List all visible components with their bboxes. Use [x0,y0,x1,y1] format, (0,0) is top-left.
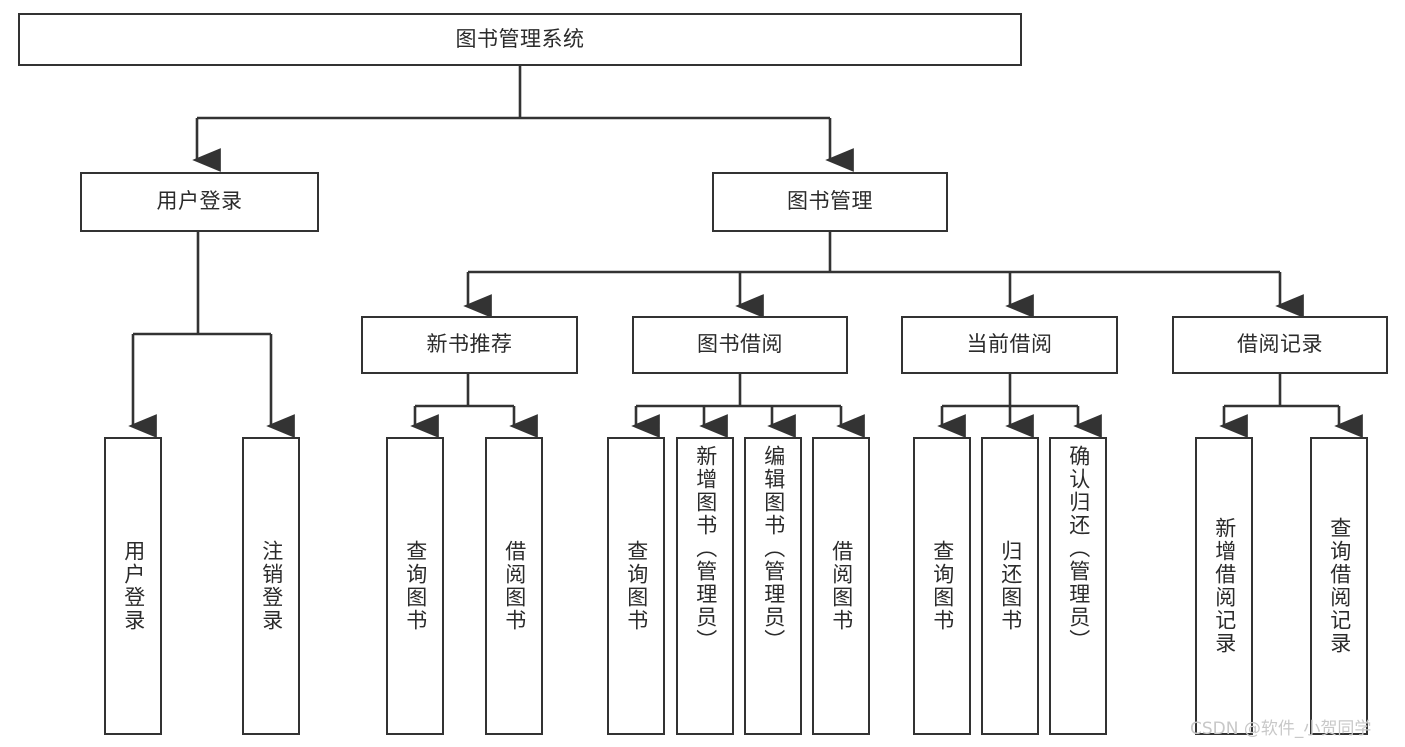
node-borrow-records-label: 借阅记录 [1237,332,1323,357]
leaf-user-login-login-label: 用户登录 [121,540,146,632]
node-book-management-label: 图书管理 [787,189,873,214]
node-user-login[interactable]: 用户登录 [80,172,319,232]
leaf-borrow-borrow-book[interactable]: 借阅图书 [812,437,870,735]
node-new-book-recommend[interactable]: 新书推荐 [361,316,578,374]
leaf-borrow-borrow-book-label: 借阅图书 [829,540,854,632]
leaf-records-query-record[interactable]: 查询借阅记录 [1310,437,1368,735]
node-book-management[interactable]: 图书管理 [712,172,948,232]
node-root-label: 图书管理系统 [455,26,585,51]
watermark-csdn: CSDN @软件_小贺同学 [1190,719,1372,739]
leaf-borrow-edit-book-admin-label: 编辑图书（管理员） [761,445,786,652]
node-book-borrow-label: 图书借阅 [697,332,783,357]
node-current-borrow-label: 当前借阅 [966,332,1053,357]
leaf-new-book-query-label: 查询图书 [403,540,428,632]
node-borrow-records[interactable]: 借阅记录 [1172,316,1388,374]
node-book-borrow[interactable]: 图书借阅 [632,316,848,374]
leaf-current-confirm-return-admin-label: 确认归还（管理员） [1066,445,1091,652]
leaf-borrow-query-book[interactable]: 查询图书 [607,437,665,735]
leaf-current-return-book[interactable]: 归还图书 [981,437,1039,735]
leaf-user-login-logout[interactable]: 注销登录 [242,437,300,735]
node-root-book-management-system[interactable]: 图书管理系统 [18,13,1022,66]
node-current-borrow[interactable]: 当前借阅 [901,316,1118,374]
leaf-current-confirm-return-admin[interactable]: 确认归还（管理员） [1049,437,1107,735]
leaf-new-book-borrow[interactable]: 借阅图书 [485,437,543,735]
leaf-user-login-logout-label: 注销登录 [259,540,284,632]
leaf-borrow-add-book-admin-label: 新增图书（管理员） [693,445,718,652]
node-new-book-recommend-label: 新书推荐 [426,332,513,357]
leaf-current-return-book-label: 归还图书 [998,540,1023,632]
leaf-current-query-book[interactable]: 查询图书 [913,437,971,735]
leaf-user-login-login[interactable]: 用户登录 [104,437,162,735]
leaf-borrow-query-book-label: 查询图书 [624,540,649,632]
leaf-current-query-book-label: 查询图书 [930,540,955,632]
leaf-new-book-borrow-label: 借阅图书 [502,540,527,632]
leaf-new-book-query[interactable]: 查询图书 [386,437,444,735]
leaf-records-query-record-label: 查询借阅记录 [1327,517,1352,655]
leaf-borrow-add-book-admin[interactable]: 新增图书（管理员） [676,437,734,735]
leaf-records-add-record[interactable]: 新增借阅记录 [1195,437,1253,735]
leaf-borrow-edit-book-admin[interactable]: 编辑图书（管理员） [744,437,802,735]
node-user-login-label: 用户登录 [156,189,243,214]
leaf-records-add-record-label: 新增借阅记录 [1212,517,1237,655]
